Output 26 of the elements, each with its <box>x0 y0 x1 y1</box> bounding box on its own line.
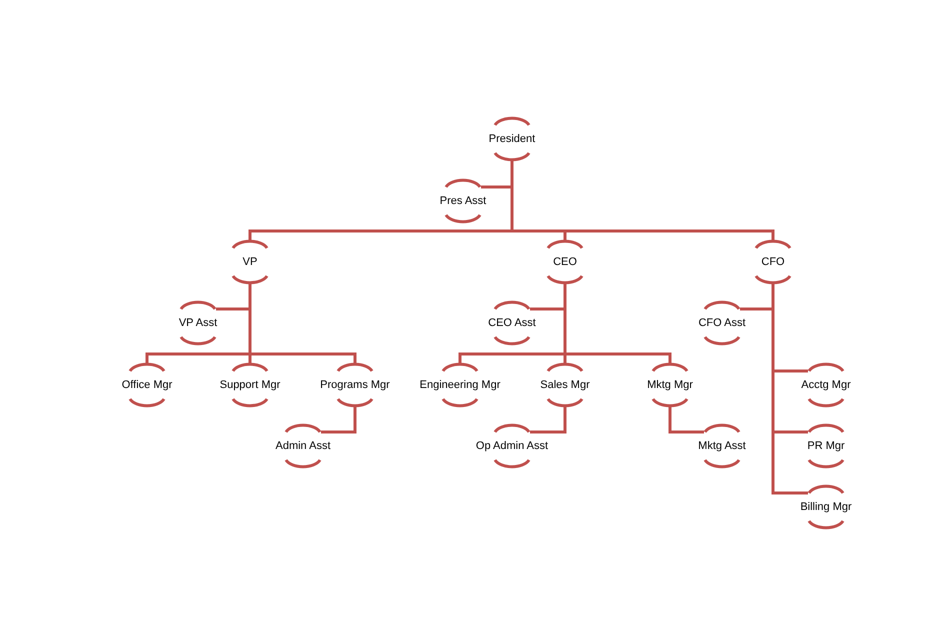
connector-line <box>668 407 704 434</box>
role-label: PR Mgr <box>807 440 845 452</box>
role-label: Op Admin Asst <box>476 440 548 452</box>
role-label: Acctg Mgr <box>801 380 851 390</box>
role-label: Support Mgr <box>220 380 280 390</box>
connector-line <box>248 284 356 363</box>
role-label: Billing Mgr <box>800 502 852 512</box>
role-label: Mktg Mgr <box>647 380 693 390</box>
role-label: President <box>488 134 536 144</box>
connector-line <box>321 407 356 434</box>
role-label: Admin Asst <box>275 440 331 452</box>
role-label: CFO <box>761 256 785 268</box>
role-label: CFO Asst <box>698 318 746 328</box>
role-label: Pres Asst <box>440 196 486 206</box>
role-label: Sales Mgr <box>540 380 590 390</box>
connector-line <box>564 284 672 363</box>
role-label: Engineering Mgr <box>420 380 500 390</box>
connector-line <box>510 161 774 240</box>
role-label: Mktg Asst <box>698 440 746 452</box>
connector-line <box>772 284 808 494</box>
role-label: CEO <box>553 256 577 268</box>
role-label: Office Mgr <box>122 380 172 390</box>
role-label: VP Asst <box>178 318 218 328</box>
role-label: CEO Asst <box>488 318 536 328</box>
role-label: Programs Mgr <box>320 380 390 390</box>
role-label: VP <box>242 256 258 268</box>
